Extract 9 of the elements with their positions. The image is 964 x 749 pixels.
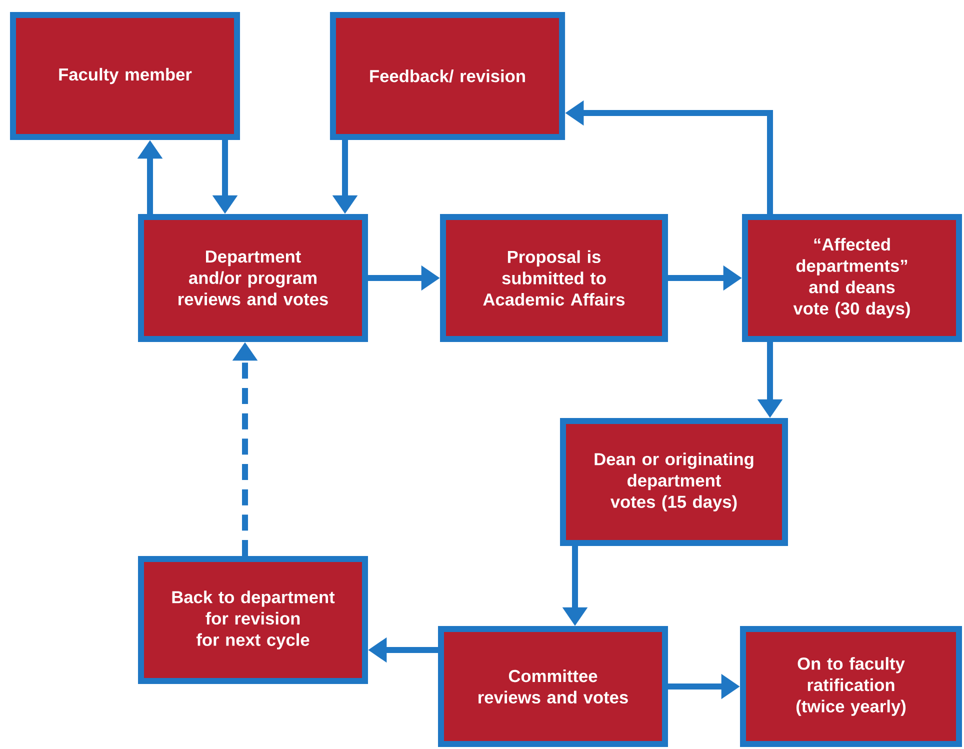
process-box: Proposal is submitted to Academic Affairs (440, 214, 668, 342)
process-box: Dean or originating department votes (15 days) (560, 418, 788, 546)
process-box: Faculty member (10, 12, 240, 140)
process-box: On to faculty ratification (twice yearly) (740, 626, 962, 747)
process-box: Feedback/ revision (330, 12, 566, 140)
process-box: Back to department for revision for next cycle (138, 556, 368, 684)
process-box: Committee reviews and votes (438, 626, 668, 747)
process-box: “Affected departments” and deans vote (30 days) (742, 214, 962, 342)
process-box: Department and/or program reviews and votes (138, 214, 368, 342)
